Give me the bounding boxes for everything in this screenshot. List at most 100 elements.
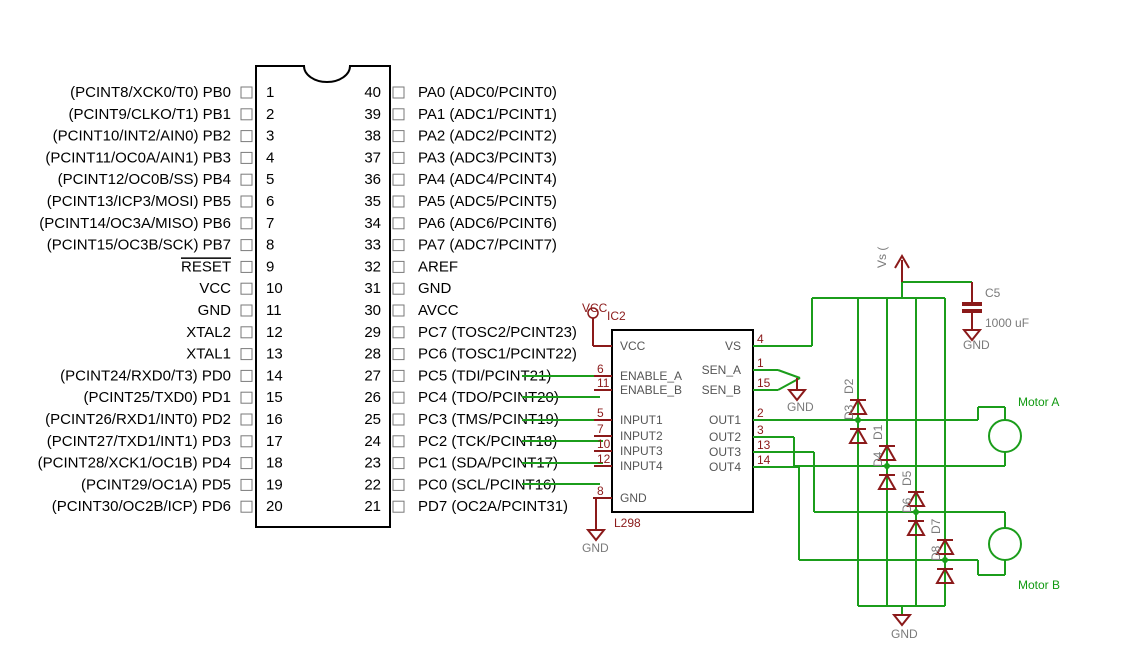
mcu-pin-name: (PCINT12/OC0B/SS) PB4: [58, 171, 231, 188]
diode-d3: D3: [842, 404, 868, 444]
svg-text:D6: D6: [900, 497, 914, 513]
mcu-pin-name: (PCINT9/CLKO/T1) PB1: [68, 106, 231, 123]
mcu-pin-box: [240, 304, 253, 317]
mcu-pin-name: PA6 (ADC6/PCINT6): [418, 215, 557, 232]
mcu-pin-box: [240, 413, 253, 426]
mcu-pin-name: PA3 (ADC3/PCINT3): [418, 149, 557, 166]
mcu-pin-box: [240, 86, 253, 99]
motor-b-label: Motor B: [1018, 578, 1060, 592]
mcu-pin-number: 24: [364, 433, 381, 450]
driver-pin-name: OUT4: [709, 460, 741, 474]
driver-gnd-label: GND: [582, 541, 609, 555]
mcu-pin-box: [240, 478, 253, 491]
mcu-pin-name: AVCC: [418, 302, 459, 319]
mcu-pin-box: [240, 151, 253, 164]
svg-text:D2: D2: [842, 378, 856, 394]
driver-gnd-symbol: [585, 529, 607, 542]
mcu-pin-name: PC7 (TOSC2/PCINT23): [418, 324, 577, 341]
svg-text:D4: D4: [871, 451, 885, 467]
mcu-pin-box: [392, 478, 405, 491]
mcu-pin-box: [240, 457, 253, 470]
mcu-pin-name: (PCINT27/TXD1/INT1) PD3: [47, 433, 231, 450]
mcu-pin-box: [240, 108, 253, 121]
mcu-pin-box: [240, 435, 253, 448]
mcu-pin-box: [392, 217, 405, 230]
mcu-pin-number: 39: [364, 106, 381, 123]
diode-d8: D8: [929, 545, 955, 584]
mcu-pin-number: 10: [266, 280, 283, 297]
mcu-pin-number: 36: [364, 171, 381, 188]
driver-pin-number: 3: [757, 423, 764, 437]
mcu-pin-number: 17: [266, 433, 283, 450]
svg-text:D7: D7: [929, 518, 943, 534]
diode-d2: D2: [842, 378, 868, 415]
mcu-pin-box: [392, 435, 405, 448]
motor-driver-l298: IC2 L298 VCC VCCENABLE_A6ENABLE_B11INPUT…: [582, 301, 772, 555]
mcu-pin-name: (PCINT25/TXD0) PD1: [83, 389, 231, 406]
mcu-pin-name: RESET: [181, 258, 231, 275]
mcu-pin-box: [392, 500, 405, 513]
mcu-pin-box: [392, 130, 405, 143]
mcu-pin-box: [392, 369, 405, 382]
svg-text:D8: D8: [929, 545, 943, 561]
diode-d7: D7: [929, 518, 955, 555]
mcu-pin-number: 37: [364, 149, 381, 166]
mcu-pin-number: 40: [364, 84, 381, 101]
mcu-pin-name: (PCINT26/RXD1/INT0) PD2: [45, 411, 231, 428]
mcu-pin-name: PD7 (OC2A/PCINT31): [418, 498, 568, 515]
driver-pin-name: ENABLE_B: [620, 383, 682, 397]
diode-d6: D6: [900, 497, 926, 536]
mcu-pin-box: [392, 239, 405, 252]
svg-text:D1: D1: [871, 424, 885, 440]
mcu-pin-name: (PCINT13/ICP3/MOSI) PB5: [47, 193, 231, 210]
vs-label: Vs (: [875, 247, 889, 268]
mcu-pin-box: [240, 500, 253, 513]
driver-pin-name: VS: [725, 339, 741, 353]
driver-pin-name: VCC: [620, 339, 646, 353]
mcu-pin-box: [240, 348, 253, 361]
mcu-pin-box: [240, 195, 253, 208]
mcu-pin-number: 28: [364, 346, 381, 363]
mcu-pin-name: PA7 (ADC7/PCINT7): [418, 237, 557, 254]
mcu-pin-name: (PCINT30/OC2B/ICP) PD6: [52, 498, 231, 515]
mcu-pin-box: [240, 282, 253, 295]
mcu-pin-number: 7: [266, 215, 274, 232]
driver-pin-number: 2: [757, 406, 764, 420]
driver-pin-name: ENABLE_A: [620, 369, 682, 383]
driver-pin-name: SEN_B: [702, 383, 741, 397]
mcu-pin-number: 2: [266, 106, 274, 123]
diode-d5: D5: [900, 470, 926, 507]
mcu-pin-number: 25: [364, 411, 381, 428]
mcu-pin-box: [392, 413, 405, 426]
mcu-pin-number: 15: [266, 389, 283, 406]
mcu-pin-number: 12: [266, 324, 283, 341]
driver-pin-name: GND: [620, 491, 647, 505]
sense-gnd-label: GND: [787, 400, 814, 414]
mcu-pin-box: [392, 260, 405, 273]
mcu-pin-number: 14: [266, 367, 283, 384]
capacitor-c5: [962, 302, 982, 306]
sense-ground: GND: [753, 369, 814, 414]
mcu-pin-name: PC1 (SDA/PCINT17): [418, 455, 558, 472]
mcu-pin-name: PC0 (SCL/PCINT16): [418, 476, 556, 493]
mcu-pin-number: 30: [364, 302, 381, 319]
driver-pin-name: INPUT2: [620, 429, 663, 443]
driver-part: L298: [614, 516, 641, 530]
cap-value: 1000 uF: [985, 316, 1029, 330]
mcu-pin-box: [240, 217, 253, 230]
driver-pin-name: INPUT1: [620, 413, 663, 427]
driver-pin-number: 12: [597, 452, 611, 466]
mcu-pin-box: [392, 282, 405, 295]
bridge-gnd-label: GND: [891, 627, 918, 641]
motor-a: Motor A: [988, 395, 1059, 453]
mcu-pin-name: PA0 (ADC0/PCINT0): [418, 84, 557, 101]
mcu-pin-number: 13: [266, 346, 283, 363]
supply-network: Vs ( C5 1000 uF GND: [753, 247, 1029, 606]
driver-left-pins: VCCENABLE_A6ENABLE_B11INPUT15INPUT27INPU…: [594, 339, 682, 505]
mcu-pin-name: GND: [198, 302, 232, 319]
vs-arrow: [894, 254, 910, 269]
mcu-pin-number: 4: [266, 149, 274, 166]
driver-pin-number: 14: [757, 453, 771, 467]
mcu-pin-box: [392, 86, 405, 99]
